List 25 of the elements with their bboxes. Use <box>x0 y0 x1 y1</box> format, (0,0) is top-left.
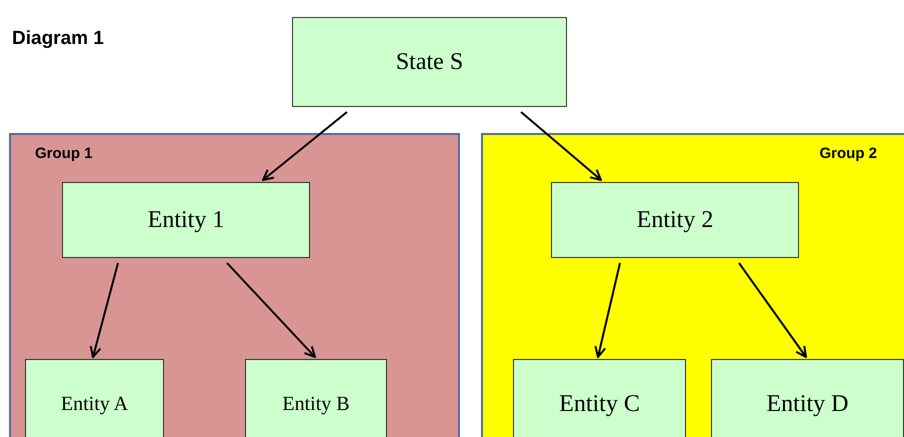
group-panel <box>481 133 904 437</box>
entity-label: Entity A <box>60 392 128 416</box>
arrow <box>226 262 316 358</box>
entity-box <box>245 359 387 437</box>
group-label: Group 2 <box>819 145 877 162</box>
entity-label: Entity D <box>766 390 848 418</box>
entity-box <box>551 182 799 258</box>
arrow <box>90 262 119 358</box>
entity-box <box>62 182 310 258</box>
entity-label: State S <box>396 48 464 76</box>
entity-box <box>292 17 567 107</box>
entity-label: Entity B <box>282 392 350 416</box>
arrow <box>594 262 621 358</box>
entity-label: Entity 2 <box>636 206 714 234</box>
entity-box <box>711 359 904 437</box>
entity-box <box>25 359 164 437</box>
arrow <box>262 111 348 181</box>
entity-label: Entity 1 <box>148 206 224 234</box>
entity-label: Entity C <box>559 390 640 418</box>
entity-box <box>513 359 686 437</box>
group-label: Group 1 <box>35 145 93 162</box>
diagram-title: Diagram 1 <box>12 28 104 50</box>
arrow <box>738 262 807 358</box>
group-panel <box>9 133 460 437</box>
arrow <box>520 111 602 181</box>
